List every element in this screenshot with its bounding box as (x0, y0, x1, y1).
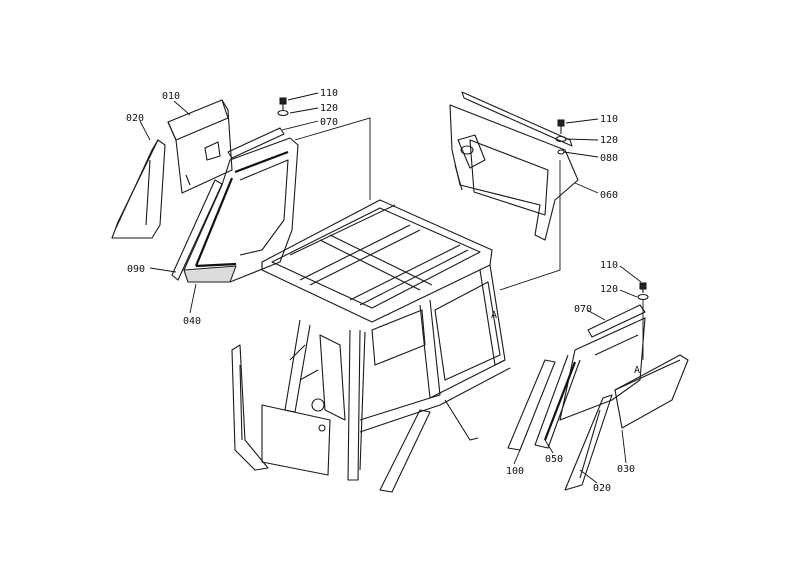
part-070-left-strip (227, 127, 285, 159)
part-020-right-panel (564, 394, 613, 491)
part-030-right-panel (614, 354, 689, 429)
part-050-right-trim (534, 317, 646, 449)
part-060-rear-panel (449, 91, 579, 241)
callout-060: 060 (600, 190, 618, 201)
marker-a-right: A (634, 365, 640, 376)
callout-020-left: 020 (126, 113, 144, 124)
part-020-left-panel (111, 139, 166, 239)
part-040-left-trim (183, 137, 299, 283)
part-090-left-edge-strip (171, 179, 223, 281)
callout-labels: 010 020 110 120 070 090 040 110 120 080 … (126, 88, 640, 494)
right-washer-120 (637, 293, 649, 301)
callout-070-left: 070 (320, 117, 338, 128)
part-070-right-strip (587, 304, 646, 338)
callout-010-left: 010 (162, 91, 180, 102)
callout-120-right: 120 (600, 284, 618, 295)
marker-a-frame: A (491, 310, 497, 321)
callout-110-right: 110 (600, 260, 618, 271)
top-right-part-080 (557, 149, 565, 155)
left-screw-110 (279, 97, 287, 110)
callout-050: 050 (545, 454, 563, 465)
callout-100: 100 (506, 466, 524, 477)
callout-090: 090 (127, 264, 145, 275)
callout-080: 080 (600, 153, 618, 164)
callout-040: 040 (183, 316, 201, 327)
right-screw-110 (639, 282, 647, 293)
callout-120-left: 120 (320, 103, 338, 114)
callout-120-top-right: 120 (600, 135, 618, 146)
callout-030: 030 (617, 464, 635, 475)
callout-110-left: 110 (320, 88, 338, 99)
callout-110-top-right: 110 (600, 114, 618, 125)
callout-020-right: 020 (593, 483, 611, 494)
cab-frame (231, 199, 511, 493)
leader-lines (139, 92, 644, 484)
left-washer-120 (277, 109, 289, 117)
part-010-left-upper-panel (167, 99, 233, 194)
part-100-right-edge-strip (507, 359, 556, 451)
callout-070-right: 070 (574, 304, 592, 315)
top-right-screw-110 (557, 119, 565, 134)
